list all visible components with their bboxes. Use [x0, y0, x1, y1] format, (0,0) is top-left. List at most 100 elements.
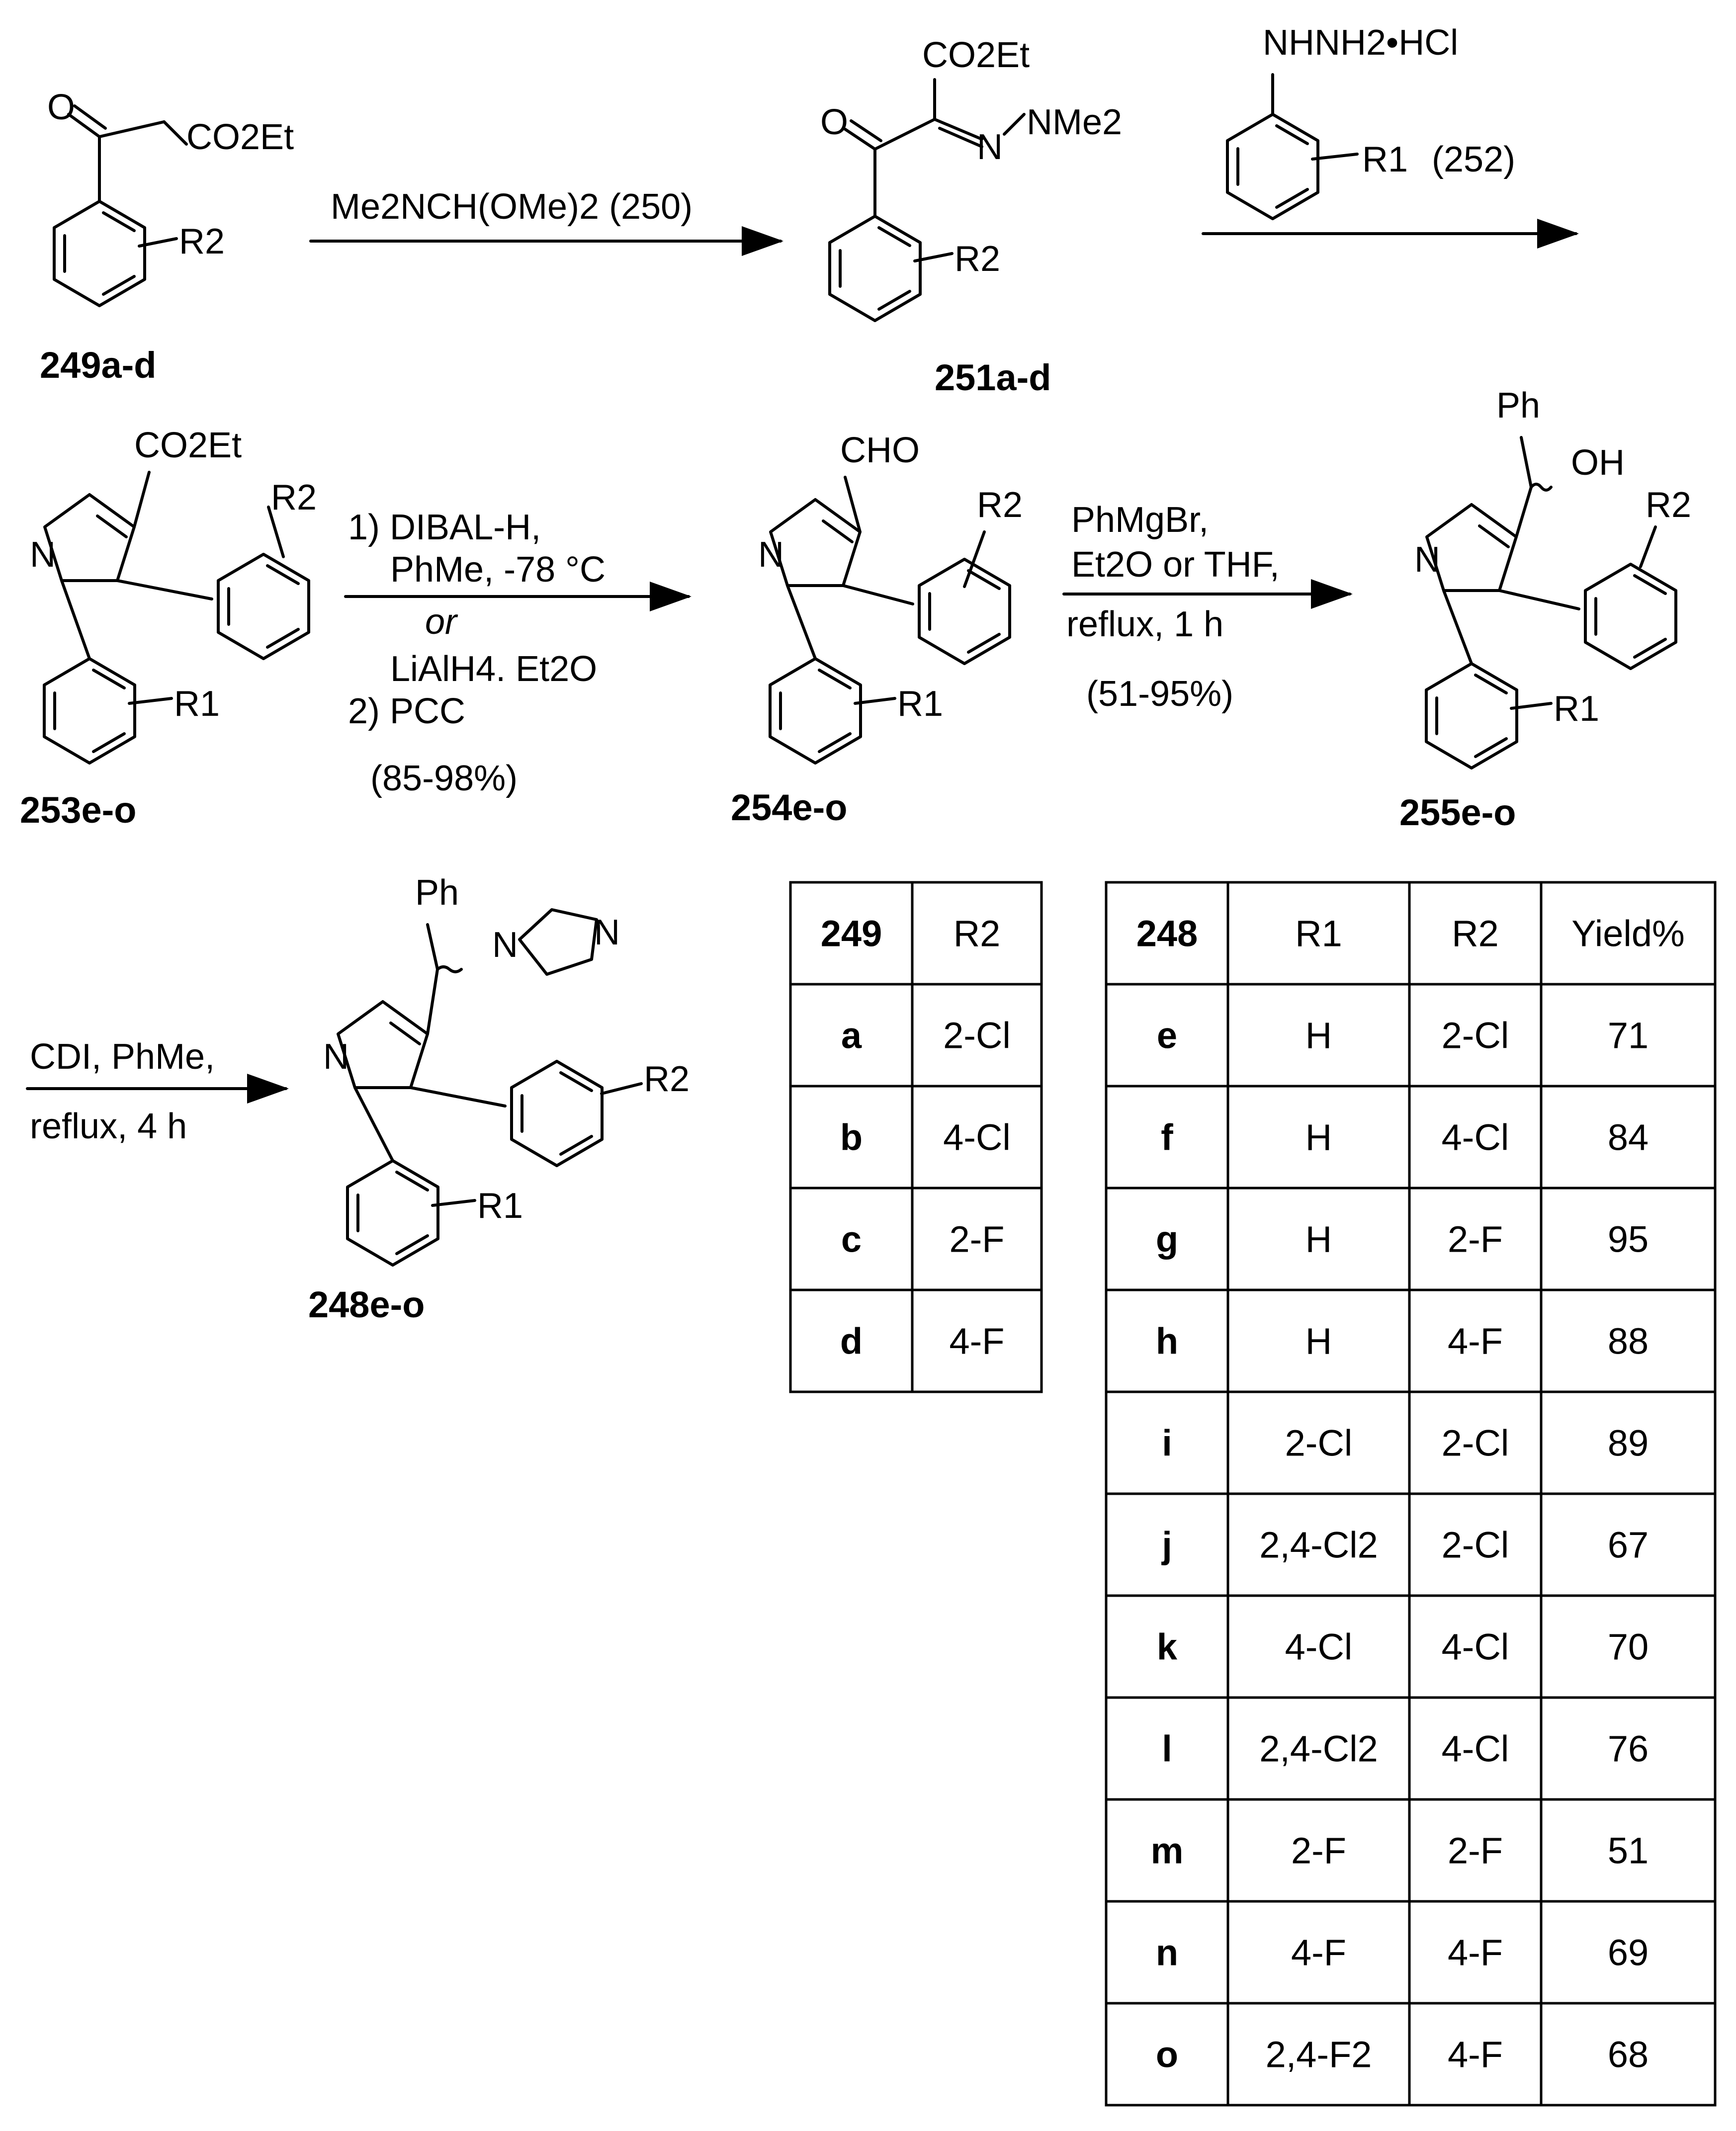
table-cell: H: [1305, 1219, 1332, 1260]
compound-254-structure: N CHO R2 R1: [758, 430, 1023, 763]
table-cell: H: [1305, 1321, 1332, 1362]
table-header-cell: 249: [821, 913, 882, 954]
table-cell: H: [1305, 1117, 1332, 1158]
table-cell: 2-F: [950, 1219, 1005, 1260]
table-cell: i: [1162, 1423, 1172, 1464]
compound-label-251: 251a-d: [935, 357, 1051, 398]
table-cell: 2-Cl: [943, 1015, 1011, 1056]
compound-251-structure: O CO2Et N NMe2 R2: [820, 35, 1122, 321]
table-cell: g: [1156, 1219, 1178, 1260]
table-cell: 4-F: [1291, 1932, 1346, 1973]
table-cell: 2-Cl: [1285, 1423, 1353, 1464]
condition-step5-line1: CDI, PhMe,: [30, 1037, 215, 1077]
r2-label: R2: [955, 239, 1000, 279]
condition-step4-yield: (51-95%): [1086, 674, 1233, 714]
nitrogen-label: N: [977, 127, 1003, 167]
reagent-252-number: (252): [1432, 140, 1515, 179]
table-cell: 4-F: [1448, 2034, 1503, 2075]
r1-label: R1: [897, 684, 943, 724]
table-cell: o: [1156, 2034, 1178, 2075]
table-cell: n: [1156, 1932, 1178, 1973]
nitrogen-label: N: [323, 1037, 349, 1077]
table-cell: 4-Cl: [1442, 1728, 1509, 1770]
table-cell: 76: [1608, 1728, 1649, 1770]
hydrazine-label: NHNH2•HCl: [1263, 23, 1458, 63]
compound-label-255: 255e-o: [1399, 792, 1516, 833]
table-cell: 69: [1608, 1932, 1649, 1973]
table-frame: [789, 881, 1043, 1393]
oxygen-label: O: [47, 87, 75, 127]
r2-label: R2: [1646, 485, 1691, 525]
table-cell: 95: [1608, 1219, 1649, 1260]
r2-label: R2: [644, 1059, 690, 1099]
table-cell: c: [841, 1219, 862, 1260]
table-cell: 51: [1608, 1830, 1649, 1872]
r2-label: R2: [271, 478, 317, 517]
table-cell: 70: [1608, 1626, 1649, 1668]
table-cell: k: [1157, 1626, 1178, 1668]
condition-step4-line3: reflux, 1 h: [1066, 604, 1223, 644]
table-cell: H: [1305, 1015, 1332, 1056]
table-header-cell: Yield%: [1571, 913, 1685, 954]
compound-label-249: 249a-d: [40, 344, 156, 386]
condition-step4-line2: Et2O or THF,: [1071, 545, 1280, 585]
r1-label: R1: [477, 1186, 523, 1226]
table-cell: b: [840, 1117, 863, 1158]
table-cell: 2-Cl: [1442, 1015, 1509, 1056]
r1-label: R1: [174, 684, 220, 724]
phenyl-label: Ph: [1496, 386, 1540, 426]
condition-step1: Me2NCH(OMe)2 (250): [331, 187, 693, 227]
compound-label-253: 253e-o: [20, 789, 136, 831]
compound-249-structure: O CO2Et R2: [47, 87, 294, 306]
table-cell: 4-F: [1448, 1932, 1503, 1973]
r1-label: R1: [1362, 140, 1408, 179]
condition-step3-line1: 1) DIBAL-H,: [348, 508, 541, 547]
compound-253-structure: N CO2Et R2 R1: [30, 426, 317, 763]
compound-248-structure: N Ph N N R2 R1: [323, 873, 690, 1265]
table-cell: m: [1151, 1830, 1184, 1872]
oxygen-label: O: [820, 102, 848, 142]
co2et-label: CO2Et: [186, 117, 294, 157]
compound-255-structure: N Ph OH R2 R1: [1414, 386, 1691, 768]
imidazole-n3-label: N: [594, 913, 620, 952]
table-cell: d: [840, 1321, 863, 1362]
nitrogen-label: N: [1414, 540, 1440, 580]
table-cell: 2,4-Cl2: [1259, 1728, 1378, 1770]
condition-step3-or: or: [425, 602, 458, 642]
condition-step3-line4: 2) PCC: [348, 691, 465, 731]
table-cell: 84: [1608, 1117, 1649, 1158]
phenyl-label: Ph: [415, 873, 459, 913]
condition-step3-yield: (85-98%): [370, 759, 518, 798]
table-cell: 4-Cl: [1442, 1117, 1509, 1158]
table-cell: l: [1162, 1728, 1172, 1770]
compound-label-254: 254e-o: [731, 787, 847, 828]
table-cell: 2-F: [1448, 1219, 1503, 1260]
table-cell: e: [1157, 1015, 1177, 1056]
table-cell: 4-Cl: [1285, 1626, 1353, 1668]
table-cell: 4-Cl: [943, 1117, 1011, 1158]
table-header-cell: R2: [1452, 913, 1499, 954]
table-header-cell: R1: [1295, 913, 1342, 954]
table-cell: 89: [1608, 1423, 1649, 1464]
compound-label-248: 248e-o: [308, 1284, 425, 1325]
table-cell: 67: [1608, 1525, 1649, 1566]
table-cell: 88: [1608, 1321, 1649, 1362]
r1-label: R1: [1554, 689, 1599, 729]
nme2-label: NMe2: [1027, 102, 1122, 142]
co2et-label: CO2Et: [134, 426, 242, 465]
table-cell: 71: [1608, 1015, 1649, 1056]
reagent-252-structure: NHNH2•HCl R1 (252): [1227, 23, 1515, 219]
r2-label: R2: [179, 222, 225, 261]
condition-step3-line2: PhMe, -78 °C: [390, 550, 606, 590]
condition-step5-line2: reflux, 4 h: [30, 1107, 187, 1146]
nitrogen-label: N: [30, 535, 56, 575]
r2-label: R2: [977, 485, 1023, 525]
table-cell: 2-F: [1291, 1830, 1346, 1872]
table-cell: j: [1161, 1525, 1172, 1566]
table-cell: 4-F: [1448, 1321, 1503, 1362]
table-cell: 2-F: [1448, 1830, 1503, 1872]
table-cell: 2-Cl: [1442, 1423, 1509, 1464]
imidazole-n1-label: N: [492, 925, 518, 965]
table-cell: 2,4-F2: [1266, 2034, 1372, 2075]
